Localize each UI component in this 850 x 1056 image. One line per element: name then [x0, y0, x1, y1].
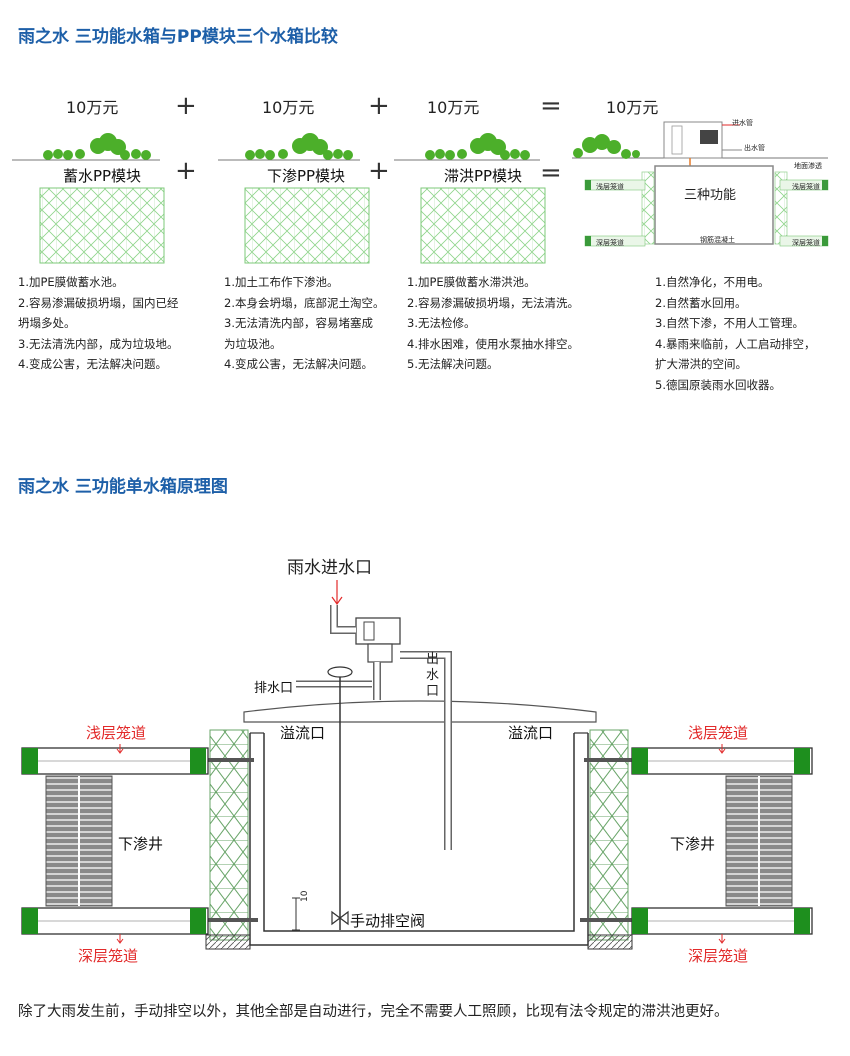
plus-sign: + — [175, 156, 197, 186]
list-item: 2.自然蓄水回用。 — [655, 295, 747, 310]
list-item: 4.暴雨来临前，人工启动排空， — [655, 336, 816, 351]
list-item: 4.排水困难，使用水泵抽水排空。 — [407, 336, 579, 351]
list-item: 3.无法清洗内部，容易堵塞成 — [224, 316, 373, 330]
price-storage: 10万元 — [66, 98, 119, 117]
price-three-function: 10万元 — [606, 98, 659, 117]
combo-graphic — [572, 121, 829, 247]
module-label-infiltration: 下渗PP模块 — [266, 167, 346, 185]
list-infiltration: 1.加土工布作下渗池。 2.本身会坍塌，底部泥土淘空。 3.无法清洗内部，容易堵… — [224, 272, 384, 375]
outlet-label: 出水口 — [426, 652, 440, 699]
combo-deep-right: 深层笼道 — [792, 239, 820, 247]
list-item: 2.容易渗漏破损坍塌，国内已经 — [18, 295, 179, 310]
list-item: 扩大滞洪的空间。 — [655, 357, 747, 371]
deep-left-label: 深层笼道 — [78, 947, 139, 965]
module-label-storage: 蓄水PP模块 — [62, 167, 142, 185]
combo-ground-label: 地面渗透 — [794, 162, 822, 170]
combo-shallow-left: 浅层笼道 — [596, 183, 624, 191]
list-item: 1.加土工布作下渗池。 — [224, 275, 339, 289]
dimension-label: 10 — [300, 890, 310, 902]
list-item: 5.德国原装雨水回收器。 — [655, 377, 781, 392]
plus-sign: + — [175, 91, 197, 121]
list-storage: 1.加PE膜做蓄水池。 2.容易渗漏破损坍塌，国内已经 坍塌多处。 3.无法清洗… — [18, 272, 178, 375]
combo-box-label: 三种功能 — [684, 188, 737, 203]
equals-sign: = — [540, 91, 562, 121]
combo-outlet-label: 出水管 — [744, 144, 765, 152]
list-item: 4.变成公害，无法解决问题。 — [18, 357, 167, 371]
deep-right-label: 深层笼道 — [688, 947, 749, 965]
comparison-title: 雨之水 三功能水箱与PP模块三个水箱比较 — [18, 27, 338, 47]
combo-shallow-right: 浅层笼道 — [792, 183, 820, 191]
valve-label: 手动排空阀 — [350, 912, 426, 930]
list-item: 为垃圾池。 — [224, 336, 282, 351]
list-item: 坍塌多处。 — [18, 316, 76, 330]
list-item: 4.变成公害，无法解决问题。 — [224, 357, 373, 371]
plus-sign: + — [368, 91, 390, 121]
combo-base-label: 钢筋混凝土 — [700, 236, 735, 244]
well-left-label: 下渗井 — [118, 835, 164, 853]
shallow-left-label: 浅层笼道 — [86, 724, 147, 742]
shallow-right-label: 浅层笼道 — [688, 724, 749, 742]
price-detention: 10万元 — [427, 98, 480, 117]
list-item: 3.无法清洗内部，成为垃圾地。 — [18, 336, 179, 351]
list-item: 1.加PE膜做蓄水滞洪池。 — [407, 275, 536, 289]
module-detention-graphic — [394, 133, 546, 264]
module-storage-graphic — [12, 133, 165, 264]
module-infiltration-graphic — [218, 133, 370, 264]
footer-note: 除了大雨发生前，手动排空以外，其他全部是自动进行，完全不需要人工照顾，比现有法令… — [18, 1004, 729, 1020]
plus-sign: + — [368, 156, 390, 186]
list-item: 3.无法检修。 — [407, 316, 476, 330]
price-infiltration: 10万元 — [262, 98, 315, 117]
principle-diagram — [21, 580, 813, 950]
overflow-left-label: 溢流口 — [280, 724, 326, 742]
inlet-label: 雨水进水口 — [287, 558, 372, 578]
list-item: 5.无法解决问题。 — [407, 357, 499, 371]
list-detention: 1.加PE膜做蓄水滞洪池。 2.容易渗漏破损坍塌，无法清洗。 3.无法检修。 4… — [407, 272, 579, 375]
list-item: 1.自然净化，不用电。 — [655, 275, 770, 289]
principle-title: 雨之水 三功能单水箱原理图 — [18, 477, 228, 497]
module-label-detention: 滞洪PP模块 — [443, 167, 523, 185]
drain-label: 排水口 — [254, 681, 294, 696]
combo-inlet-label: 进水管 — [732, 119, 753, 127]
combo-deep-left: 深层笼道 — [596, 239, 624, 247]
list-three-function: 1.自然净化，不用电。 2.自然蓄水回用。 3.自然下渗，不用人工管理。 4.暴… — [655, 272, 815, 395]
list-item: 2.本身会坍塌，底部泥土淘空。 — [224, 295, 385, 310]
list-item: 2.容易渗漏破损坍塌，无法清洗。 — [407, 295, 579, 310]
list-item: 1.加PE膜做蓄水池。 — [18, 275, 124, 289]
list-item: 3.自然下渗，不用人工管理。 — [655, 316, 804, 330]
overflow-right-label: 溢流口 — [508, 724, 554, 742]
equals-sign: = — [540, 158, 562, 188]
well-right-label: 下渗井 — [670, 835, 716, 853]
